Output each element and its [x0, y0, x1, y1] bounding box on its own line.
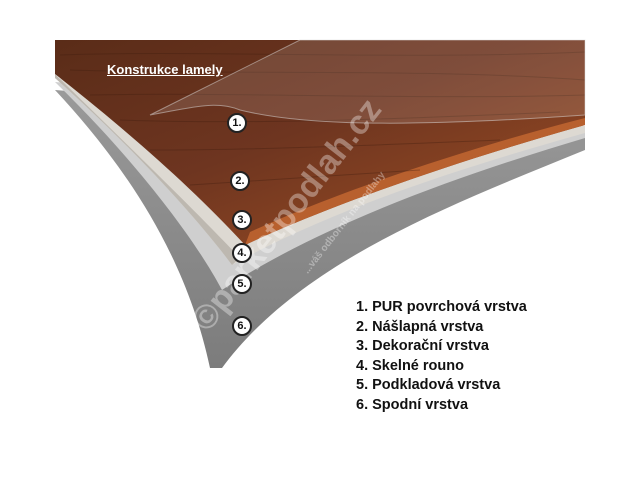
- legend-item: 5. Podkladová vrstva: [356, 377, 501, 393]
- marker-2: 2.: [230, 171, 250, 191]
- marker-3: 3.: [232, 210, 252, 230]
- layer-legend: 1. PUR povrchová vrstva 2. Nášlapná vrst…: [356, 298, 527, 415]
- legend-item: 3. Dekorační vrstva: [356, 338, 489, 354]
- marker-4: 4.: [232, 243, 252, 263]
- legend-item: 4. Skelné rouno: [356, 357, 464, 374]
- marker-5: 5.: [232, 274, 252, 294]
- marker-1: 1.: [227, 113, 247, 133]
- marker-6: 6.: [232, 316, 252, 336]
- layer-4-fleece-texture: [55, 74, 240, 265]
- wood-grain: [59, 51, 586, 186]
- layer-1-pur-film: [149, 39, 586, 124]
- legend-item: 2. Nášlapná vrstva: [356, 318, 484, 335]
- diagram-title: Konstrukce lamely: [107, 62, 223, 77]
- layer-2-3-wood: [55, 40, 585, 245]
- legend-item: 6. Spodní vrstva: [356, 396, 469, 413]
- legend-item: 1. PUR povrchová vrstva: [356, 299, 527, 315]
- wood-edge: [245, 118, 585, 245]
